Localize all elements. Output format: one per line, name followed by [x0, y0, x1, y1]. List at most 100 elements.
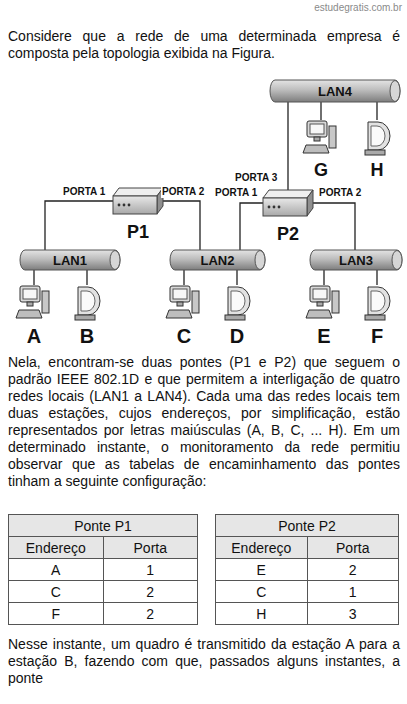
port-label: PORTA 1: [62, 186, 106, 198]
table-cell: Endereço: [216, 537, 308, 559]
device-base: [75, 315, 95, 320]
network-link: [240, 203, 263, 250]
screen: [23, 289, 37, 299]
cylinder-end: [392, 251, 402, 270]
station-address: A: [27, 325, 41, 348]
lan-name: LAN3: [310, 250, 402, 270]
table-cell: 3: [307, 603, 399, 625]
cell-text: 3: [349, 606, 357, 622]
device-screen: [81, 291, 95, 311]
bridge-led: [128, 204, 131, 207]
paragraph: Considere que a rede de uma determinada …: [8, 28, 400, 62]
tower: [192, 291, 199, 313]
table-cell: H: [216, 603, 308, 625]
network-link: [376, 102, 377, 120]
lan-name: LAN1: [20, 250, 120, 270]
table-cell: 2: [103, 603, 198, 625]
node-outline: [18, 285, 50, 323]
keyboard: [166, 310, 192, 318]
cylinder-body: [270, 80, 400, 102]
terminal-station: H: [362, 120, 392, 158]
node-outline: [362, 120, 392, 158]
lan-name: LAN4: [270, 80, 400, 102]
network-link: [236, 270, 237, 285]
monitor: [310, 286, 330, 302]
node-outline: [362, 285, 392, 323]
table-cell: 2: [103, 581, 198, 603]
cell-text: H: [256, 606, 266, 622]
network-link: [45, 201, 113, 250]
device-screen: [371, 291, 385, 311]
cylinder-body: [20, 250, 120, 270]
table-cell: Endereço: [9, 537, 104, 559]
computer-station: E: [308, 285, 340, 323]
bridge-front: [113, 196, 157, 214]
cell-text: Ponte P2: [278, 518, 336, 534]
table-cell: E: [216, 559, 308, 581]
network-link: [287, 102, 288, 190]
terminal-station: F: [362, 285, 392, 323]
node-outline: [308, 285, 340, 323]
screen: [310, 124, 324, 134]
table-cell: 1: [307, 581, 399, 603]
computer-station: C: [168, 285, 200, 323]
table-cell: C: [9, 581, 104, 603]
table-cell: F: [9, 603, 104, 625]
monitor: [20, 286, 40, 302]
cell-text: Porta: [336, 540, 369, 556]
cell-text: Ponte P1: [74, 518, 132, 534]
monitor-stand: [317, 302, 323, 306]
table-row: H3: [216, 603, 399, 625]
monitor: [307, 121, 327, 137]
device-screen: [371, 126, 385, 146]
bridge-name: P1: [127, 222, 149, 243]
cylinder-body: [310, 250, 402, 270]
bridge-top: [263, 190, 313, 198]
cell-text: C: [256, 584, 266, 600]
cell-text: Porta: [134, 540, 167, 556]
table-cell: 1: [103, 559, 198, 581]
table-row: Ponte P1: [9, 515, 198, 537]
station-address: E: [317, 325, 330, 348]
terminal-station: B: [72, 285, 102, 323]
device-screen: [231, 291, 245, 311]
node-outline: [72, 285, 102, 323]
keyboard: [303, 145, 329, 153]
network-link: [376, 270, 377, 285]
network-link: [323, 270, 324, 285]
node-outline: [263, 190, 313, 216]
device-base: [365, 315, 385, 320]
table-cell: A: [9, 559, 104, 581]
bridge-led: [278, 206, 281, 209]
lan-cylinder: LAN2: [170, 250, 265, 270]
station-address: F: [371, 325, 383, 348]
station-address: H: [371, 160, 384, 181]
table-row: E2: [216, 559, 399, 581]
tower: [42, 291, 49, 313]
cylinder-end: [110, 251, 120, 270]
screen: [313, 289, 327, 299]
lan-name: LAN2: [170, 250, 265, 270]
bridge-led: [118, 204, 121, 207]
monitor: [170, 286, 190, 302]
bridge-led: [123, 204, 126, 207]
cell-text: C: [51, 584, 61, 600]
bridge-side: [307, 190, 313, 216]
station-address: D: [230, 325, 244, 348]
device-body: [228, 287, 250, 315]
cell-text: A: [51, 562, 60, 578]
computer-station: G: [305, 120, 337, 158]
table-cell: Porta: [103, 537, 198, 559]
cell-text: 1: [146, 562, 154, 578]
table-row: Ponte P2: [216, 515, 399, 537]
port-label: PORTA 2: [318, 187, 362, 199]
table-cell: C: [216, 581, 308, 603]
cylinder-body: [170, 250, 265, 270]
table-cell: Ponte P2: [216, 515, 399, 537]
bridge-device: P1: [113, 188, 163, 214]
network-link: [33, 270, 34, 285]
network-link: [86, 270, 87, 285]
table-cell: 2: [307, 559, 399, 581]
cell-text: 2: [146, 584, 154, 600]
